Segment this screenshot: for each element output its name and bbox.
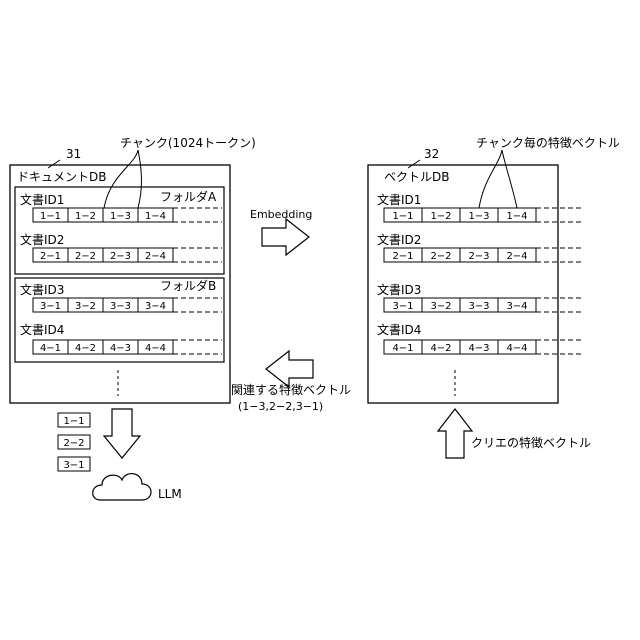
doc-id4-chunks: 4−1 4−2 4−3 4−4 (33, 340, 222, 354)
llm-label: LLM (158, 487, 182, 501)
chunk-1-1: 1−1 (40, 211, 61, 222)
vector-db-ref-leader (408, 160, 420, 168)
vec-chunk-4-1: 4−1 (392, 343, 413, 354)
chunk-1-4: 1−4 (145, 211, 166, 222)
chunk-2-3: 2−3 (110, 251, 131, 262)
vector-db: 32 ベクトルDB 文書ID1 1−1 1−2 1−3 1−4 文書ID2 2−… (368, 147, 584, 403)
related-vector-arrow: 関連する特徴ベクトル (1−3,2−2,3−1) (231, 351, 351, 413)
left-arrow-icon (266, 351, 313, 387)
vec-doc-id1-chunks: 1−1 1−2 1−3 1−4 (384, 208, 584, 222)
document-db-title: ドキュメントDB (17, 170, 106, 184)
embedding-arrow: Embedding (250, 208, 312, 255)
right-arrow-icon (262, 219, 309, 255)
document-db: 31 ドキュメントDB フォルダA 文書ID1 1−1 1−2 1−3 1−4 … (10, 147, 230, 403)
doc-id3-chunks: 3−1 3−2 3−3 3−4 (33, 298, 222, 312)
vec-chunk-4-2: 4−2 (430, 343, 451, 354)
vec-chunk-2-2: 2−2 (430, 251, 451, 262)
chunk-2-2: 2−2 (75, 251, 96, 262)
retrieved-chunks: 1−1 2−2 3−1 (58, 413, 90, 471)
chunk-4-3: 4−3 (110, 343, 131, 354)
retrieved-chunk-3: 3−1 (63, 460, 84, 471)
vector-db-title: ベクトルDB (384, 170, 449, 184)
vec-doc-id1-label: 文書ID1 (377, 192, 421, 207)
vector-callout: チャンク毎の特徴ベクトル (476, 135, 620, 208)
doc-id2-chunks: 2−1 2−2 2−3 2−4 (33, 248, 222, 262)
chunk-4-2: 4−2 (75, 343, 96, 354)
cloud-icon (93, 474, 151, 500)
related-vector-ids: (1−3,2−2,3−1) (238, 400, 323, 413)
retrieved-chunk-2: 2−2 (63, 438, 84, 449)
chunk-2-1: 2−1 (40, 251, 61, 262)
chunk-1-2: 1−2 (75, 211, 96, 222)
chunk-4-4: 4−4 (145, 343, 166, 354)
vec-chunk-1-1: 1−1 (392, 211, 413, 222)
vec-chunk-3-3: 3−3 (468, 301, 489, 312)
vec-chunk-1-4: 1−4 (506, 211, 527, 222)
vec-doc-id2-label: 文書ID2 (377, 232, 421, 247)
document-db-ref-leader (48, 160, 60, 168)
chunk-3-4: 3−4 (145, 301, 166, 312)
chunk-2-4: 2−4 (145, 251, 166, 262)
vec-chunk-4-3: 4−3 (468, 343, 489, 354)
chunk-3-1: 3−1 (40, 301, 61, 312)
doc-id1-chunks: 1−1 1−2 1−3 1−4 (33, 208, 222, 222)
vec-chunk-3-2: 3−2 (430, 301, 451, 312)
down-arrow-icon (104, 409, 140, 458)
vec-doc-id4-label: 文書ID4 (377, 322, 421, 337)
chunk-3-3: 3−3 (110, 301, 131, 312)
query-vector-label: クリエの特徴ベクトル (471, 435, 591, 450)
chunk-callout-label: チャンク(1024トークン) (120, 136, 256, 150)
retrieved-chunk-1: 1−1 (63, 416, 84, 427)
vec-chunk-1-3: 1−3 (468, 211, 489, 222)
vec-chunk-2-4: 2−4 (506, 251, 527, 262)
vec-chunk-2-3: 2−3 (468, 251, 489, 262)
doc-id3-label: 文書ID3 (20, 282, 64, 297)
vector-callout-bracket (479, 150, 517, 208)
chunk-callout-bracket (104, 150, 141, 208)
vec-doc-id3-chunks: 3−1 3−2 3−3 3−4 (384, 298, 584, 312)
vec-chunk-2-1: 2−1 (392, 251, 413, 262)
query-arrow: クリエの特徴ベクトル (438, 409, 591, 458)
chunk-1-3: 1−3 (110, 211, 131, 222)
vec-chunk-1-2: 1−2 (430, 211, 451, 222)
vec-chunk-3-1: 3−1 (392, 301, 413, 312)
embedding-label: Embedding (250, 208, 312, 221)
chunk-4-1: 4−1 (40, 343, 61, 354)
vector-db-ref-number: 32 (424, 147, 439, 161)
vec-doc-id4-chunks: 4−1 4−2 4−3 4−4 (384, 340, 584, 354)
doc-id1-label: 文書ID1 (20, 192, 64, 207)
vec-doc-id3-label: 文書ID3 (377, 282, 421, 297)
vec-chunk-4-4: 4−4 (506, 343, 527, 354)
document-db-ref-number: 31 (66, 147, 81, 161)
related-vector-label: 関連する特徴ベクトル (231, 382, 351, 397)
folder-b-label: フォルダB (160, 278, 216, 293)
chunk-3-2: 3−2 (75, 301, 96, 312)
vec-chunk-3-4: 3−4 (506, 301, 527, 312)
doc-id4-label: 文書ID4 (20, 322, 64, 337)
vector-callout-label: チャンク毎の特徴ベクトル (476, 135, 620, 150)
vec-doc-id2-chunks: 2−1 2−2 2−3 2−4 (384, 248, 584, 262)
up-arrow-icon (438, 409, 472, 458)
folder-a-label: フォルダA (160, 189, 217, 204)
doc-id2-label: 文書ID2 (20, 232, 64, 247)
